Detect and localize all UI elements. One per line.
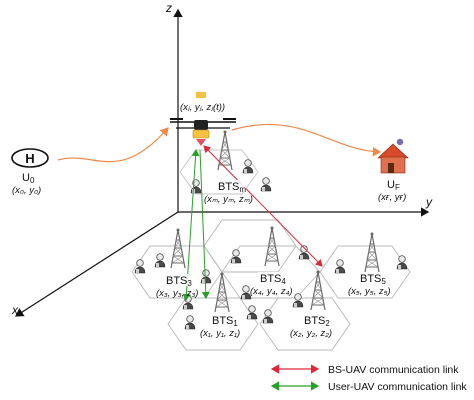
svg-text:H: H xyxy=(25,151,34,166)
station-coord: (xₘ, yₘ, zₘ) xyxy=(204,194,253,205)
legend: BS-UAV communication link User-UAV commu… xyxy=(270,364,467,393)
station-btsm: BTSm (xₘ, yₘ, zₘ) xyxy=(204,180,253,205)
x-axis xyxy=(14,211,179,317)
house-icon xyxy=(377,138,409,174)
user-uav-link xyxy=(199,149,210,299)
tower-bts5 xyxy=(364,231,380,273)
user xyxy=(396,255,408,270)
x-axis-label: x xyxy=(11,303,19,317)
user xyxy=(134,259,146,274)
station-coord: (x₅, y₅, z₅) xyxy=(348,286,391,297)
uav-coord: (xⱼ, yⱼ, zⱼ(t)) xyxy=(180,102,225,113)
user xyxy=(154,253,166,268)
station-label: BTS3 xyxy=(166,275,192,288)
bs-uav-link xyxy=(203,145,323,267)
legend-user-uav-label: User-UAV communication link xyxy=(328,381,467,393)
legend-bs-uav-label: BS-UAV communication link xyxy=(328,364,459,376)
user xyxy=(334,259,346,274)
uav-trajectory-out xyxy=(231,123,382,157)
station-bts4: BTS4 (x₄, y₄, z₄) xyxy=(250,272,293,297)
station-coord: (x₄, y₄, z₄) xyxy=(250,286,293,297)
station-bts3: BTS3 (x₃, y₃, z₃) xyxy=(156,274,198,299)
user xyxy=(184,315,196,330)
z-axis-label: z xyxy=(165,1,172,15)
y-axis-label: y xyxy=(425,195,433,209)
user xyxy=(190,179,202,194)
station-bts1: BTS1 (x₁, y₁, z₁) xyxy=(200,314,240,339)
start-label: U0 xyxy=(22,172,35,185)
destination-coord: (xғ, yғ) xyxy=(378,192,406,203)
station-label: BTS5 xyxy=(360,273,386,286)
start-coord: (x₀, y₀) xyxy=(12,185,41,196)
user xyxy=(242,159,254,174)
user xyxy=(200,269,212,284)
station-coord: (x₃, y₃, z₃) xyxy=(156,288,198,299)
user xyxy=(262,309,274,324)
station-label: BTSm xyxy=(218,181,246,194)
destination-label: UF xyxy=(387,179,400,192)
drone-icon xyxy=(170,92,236,146)
station-label: BTS4 xyxy=(260,273,286,286)
station-coord: (x₁, y₁, z₁) xyxy=(200,328,240,339)
user xyxy=(292,293,304,308)
station-label: BTS2 xyxy=(304,315,330,328)
station-label: BTS1 xyxy=(212,315,238,328)
station-bts2: BTS2 (x₂, y₂, z₂) xyxy=(290,314,332,339)
user xyxy=(260,177,272,192)
station-coord: (x₂, y₂, z₂) xyxy=(290,328,332,339)
helipad-icon: H xyxy=(11,148,49,168)
user xyxy=(246,305,258,320)
uav-trajectory-in xyxy=(57,127,169,163)
cell-bts2 xyxy=(259,297,351,351)
tower-bts3 xyxy=(170,227,186,269)
station-bts5: BTS5 (x₅, y₅, z₅) xyxy=(348,272,391,297)
